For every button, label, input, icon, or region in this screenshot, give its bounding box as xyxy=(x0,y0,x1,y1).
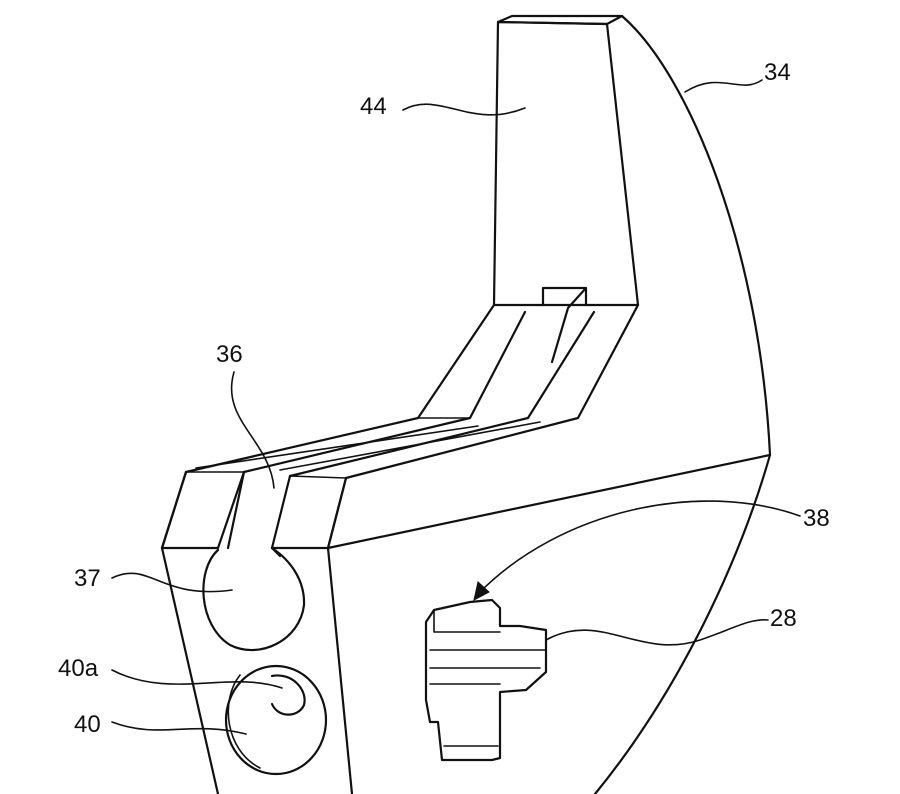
ramp-outline xyxy=(160,303,496,550)
housing-shoulder-line xyxy=(326,453,772,550)
label-38: 38 xyxy=(803,505,830,532)
hole-40-outer xyxy=(224,664,328,776)
label-40: 40 xyxy=(74,711,101,738)
housing-inner-wall xyxy=(326,546,354,794)
upright-front-face xyxy=(492,20,640,307)
holes-40 xyxy=(224,664,328,776)
tab-detail-lines xyxy=(429,609,547,747)
front-left-face xyxy=(160,470,246,550)
hole-37 xyxy=(202,546,306,651)
label-37: 37 xyxy=(74,565,101,592)
leader-40 xyxy=(111,721,247,735)
housing-body xyxy=(160,14,772,794)
leader-37 xyxy=(111,572,233,593)
upright-notch xyxy=(541,286,588,364)
hole-40a xyxy=(270,674,306,716)
housing-left-wall xyxy=(160,546,220,794)
tab-28 xyxy=(424,598,548,762)
ramp-lower-rails xyxy=(195,421,541,471)
ramp-top-rail xyxy=(185,417,471,479)
tab-outline xyxy=(424,598,548,762)
front-right-face xyxy=(270,474,348,550)
leader-34 xyxy=(684,79,763,93)
hole-40-inner-rim xyxy=(227,674,261,769)
arrowhead-38 xyxy=(473,581,490,601)
ramp-groove-b xyxy=(288,310,596,478)
upright-block-44 xyxy=(492,20,640,364)
leader-44 xyxy=(402,103,526,116)
label-44: 44 xyxy=(360,93,387,120)
label-40a: 40a xyxy=(58,655,99,682)
label-28: 28 xyxy=(770,605,797,632)
reference-labels: 34 44 36 37 38 28 40a 40 xyxy=(58,59,830,738)
leader-28 xyxy=(545,619,769,646)
front-block-36 xyxy=(160,470,348,558)
ramp-right-edge xyxy=(326,303,640,550)
leader-36 xyxy=(230,371,275,489)
leader-40a xyxy=(111,669,283,689)
label-34: 34 xyxy=(764,59,791,86)
ramp-track xyxy=(160,303,640,550)
leader-lines xyxy=(111,79,801,735)
label-36: 36 xyxy=(216,341,243,368)
leader-38-arrow xyxy=(477,500,801,595)
housing-outer-curve xyxy=(593,14,772,794)
